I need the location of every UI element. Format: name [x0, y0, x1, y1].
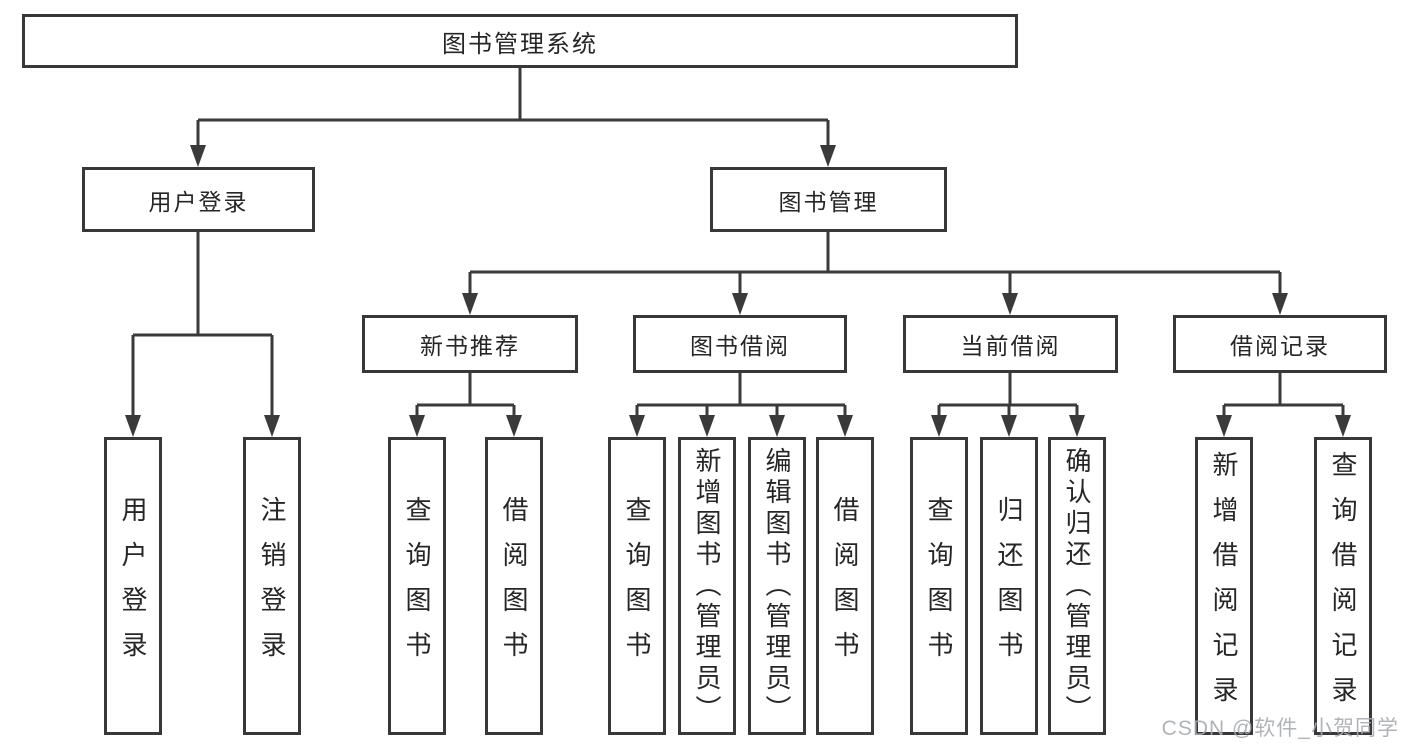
leaf-borrowing-borrow-books-label: 借阅图书 — [830, 496, 860, 676]
leaf-query-borrow-record-label: 查询借阅记录 — [1328, 451, 1358, 721]
leaf-return-books: 归还图书 — [980, 437, 1038, 735]
leaf-add-books-admin-label: 新增图书（管理员） — [692, 446, 722, 726]
node-user-login-branch-label: 用户登录 — [148, 188, 249, 215]
connector-path — [131, 68, 1345, 428]
leaf-borrowing-query-books-label: 查询图书 — [622, 496, 652, 676]
leaf-add-books-admin: 新增图书（管理员） — [678, 437, 736, 735]
leaf-confirm-return-admin-label: 确认归还（管理员） — [1062, 446, 1092, 726]
node-book-borrowing-label: 图书借阅 — [690, 333, 790, 359]
leaf-recommend-borrow-books-label: 借阅图书 — [499, 496, 529, 676]
leaf-query-borrow-record: 查询借阅记录 — [1314, 437, 1372, 735]
leaf-add-borrow-record-label: 新增借阅记录 — [1209, 451, 1239, 721]
node-current-borrowing-label: 当前借阅 — [960, 333, 1061, 359]
leaf-add-borrow-record: 新增借阅记录 — [1195, 437, 1253, 735]
node-current-borrowing: 当前借阅 — [903, 315, 1118, 373]
leaf-confirm-return-admin: 确认归还（管理员） — [1048, 437, 1106, 735]
node-book-management: 图书管理 — [710, 167, 947, 232]
node-book-borrowing: 图书借阅 — [633, 315, 847, 373]
leaf-return-books-label: 归还图书 — [994, 496, 1024, 676]
leaf-borrowing-borrow-books: 借阅图书 — [816, 437, 874, 735]
node-library-system: 图书管理系统 — [22, 14, 1018, 68]
leaf-recommend-query-books-label: 查询图书 — [402, 496, 432, 676]
leaf-edit-books-admin-label: 编辑图书（管理员） — [762, 446, 792, 726]
leaf-current-query-books-label: 查询图书 — [924, 496, 954, 676]
leaf-current-query-books: 查询图书 — [910, 437, 968, 735]
node-library-system-label: 图书管理系统 — [442, 30, 598, 58]
node-user-login-branch: 用户登录 — [82, 167, 315, 232]
node-new-book-recommend-label: 新书推荐 — [420, 333, 520, 359]
node-borrow-records-label: 借阅记录 — [1230, 333, 1330, 359]
csdn-watermark: CSDN @软件_小贺同学 — [1161, 717, 1399, 740]
leaf-user-login: 用户登录 — [104, 437, 162, 735]
node-new-book-recommend: 新书推荐 — [362, 315, 578, 373]
leaf-edit-books-admin: 编辑图书（管理员） — [748, 437, 806, 735]
leaf-recommend-query-books: 查询图书 — [388, 437, 446, 735]
leaf-borrowing-query-books: 查询图书 — [608, 437, 666, 735]
node-book-management-label: 图书管理 — [778, 188, 879, 215]
leaf-logout: 注销登录 — [243, 437, 301, 735]
node-borrow-records: 借阅记录 — [1173, 315, 1387, 373]
leaf-recommend-borrow-books: 借阅图书 — [485, 437, 543, 735]
leaf-logout-label: 注销登录 — [257, 496, 287, 676]
leaf-user-login-label: 用户登录 — [118, 496, 148, 676]
